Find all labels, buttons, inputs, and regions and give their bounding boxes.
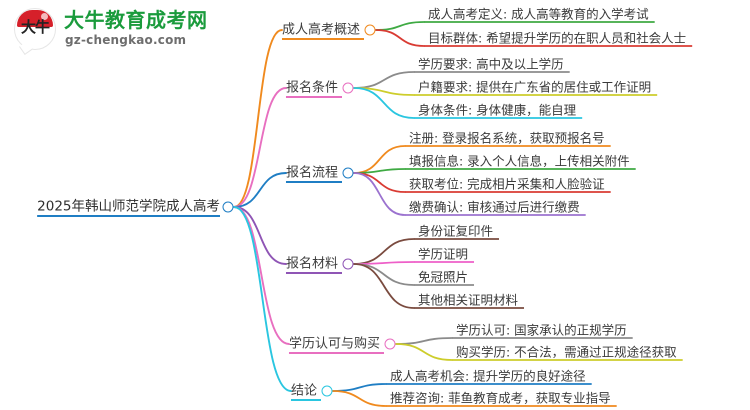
- leaf-node-学历证明[interactable]: 学历证明: [418, 246, 469, 262]
- root-node-dot[interactable]: [222, 201, 234, 213]
- branch-node-dot-报名材料[interactable]: [342, 258, 354, 270]
- logo-mark-text: 大牛: [20, 18, 50, 36]
- leaf-node-填报信息-录入个人信息-上传相关附件[interactable]: 填报信息: 录入个人信息，上传相关附件: [409, 153, 630, 169]
- leaf-node-学历认可-国家承认的正规学历[interactable]: 学历认可: 国家承认的正规学历: [456, 322, 627, 338]
- branch-node-报名材料[interactable]: 报名材料: [285, 256, 338, 272]
- branch-node-结论[interactable]: 结论: [290, 383, 317, 399]
- leaf-node-注册-登录报名系统-获取预报名号[interactable]: 注册: 登录报名系统，获取预报名号: [409, 130, 605, 146]
- branch-node-dot-成人高考概述[interactable]: [364, 24, 376, 36]
- leaf-node-目标群体-希望提升学历的在职人员和社[interactable]: 目标群体: 希望提升学历的在职人员和社会人士: [428, 30, 687, 46]
- leaf-node-缴费确认-审核通过后进行缴费[interactable]: 缴费确认: 审核通过后进行缴费: [409, 199, 580, 215]
- leaf-node-其他相关证明材料[interactable]: 其他相关证明材料: [418, 292, 519, 308]
- leaf-node-购买学历-不合法-需通过正规途径获取[interactable]: 购买学历: 不合法，需通过正规途径获取: [456, 344, 677, 360]
- logo-cap-shape: [17, 10, 53, 27]
- leaf-node-获取考位-完成相片采集和人脸验证[interactable]: 获取考位: 完成相片采集和人脸验证: [409, 176, 605, 192]
- leaf-node-成人高考机会-提升学历的良好途径[interactable]: 成人高考机会: 提升学历的良好途径: [390, 368, 586, 384]
- logo-title: 大牛教育成考网: [64, 8, 208, 32]
- branch-node-报名流程[interactable]: 报名流程: [285, 165, 338, 181]
- branch-node-dot-结论[interactable]: [321, 385, 333, 397]
- leaf-node-户籍要求-提供在广东省的居住或工作证[interactable]: 户籍要求: 提供在广东省的居住或工作证明: [418, 79, 652, 95]
- site-logo: 大牛 大牛教育成考网 gz-chengkao.com: [14, 6, 229, 52]
- branch-node-dot-报名流程[interactable]: [342, 167, 354, 179]
- leaf-node-免冠照片[interactable]: 免冠照片: [418, 269, 469, 285]
- leaf-node-成人高考定义-成人高等教育的入学考试[interactable]: 成人高考定义: 成人高等教育的入学考试: [428, 6, 649, 22]
- branch-node-dot-学历认可与购买[interactable]: [384, 338, 396, 350]
- logo-mark-icon: 大牛: [14, 8, 56, 50]
- leaf-node-推荐咨询-菲鱼教育成考-获取专业指导[interactable]: 推荐咨询: 菲鱼教育成考，获取专业指导: [390, 390, 611, 406]
- logo-cap-dot: [41, 13, 48, 20]
- leaf-node-身体条件-身体健康-能自理[interactable]: 身体条件: 身体健康，能自理: [418, 102, 577, 118]
- root-node-label[interactable]: 2025年韩山师范学院成人高考: [37, 198, 220, 215]
- branch-node-dot-报名条件[interactable]: [342, 82, 354, 94]
- leaf-node-身份证复印件[interactable]: 身份证复印件: [418, 223, 494, 239]
- branch-node-学历认可与购买[interactable]: 学历认可与购买: [288, 336, 380, 352]
- branch-node-报名条件[interactable]: 报名条件: [285, 80, 338, 96]
- logo-url: gz-chengkao.com: [65, 33, 187, 47]
- leaf-node-学历要求-高中及以上学历[interactable]: 学历要求: 高中及以上学历: [418, 56, 564, 72]
- branch-node-成人高考概述[interactable]: 成人高考概述: [281, 22, 360, 38]
